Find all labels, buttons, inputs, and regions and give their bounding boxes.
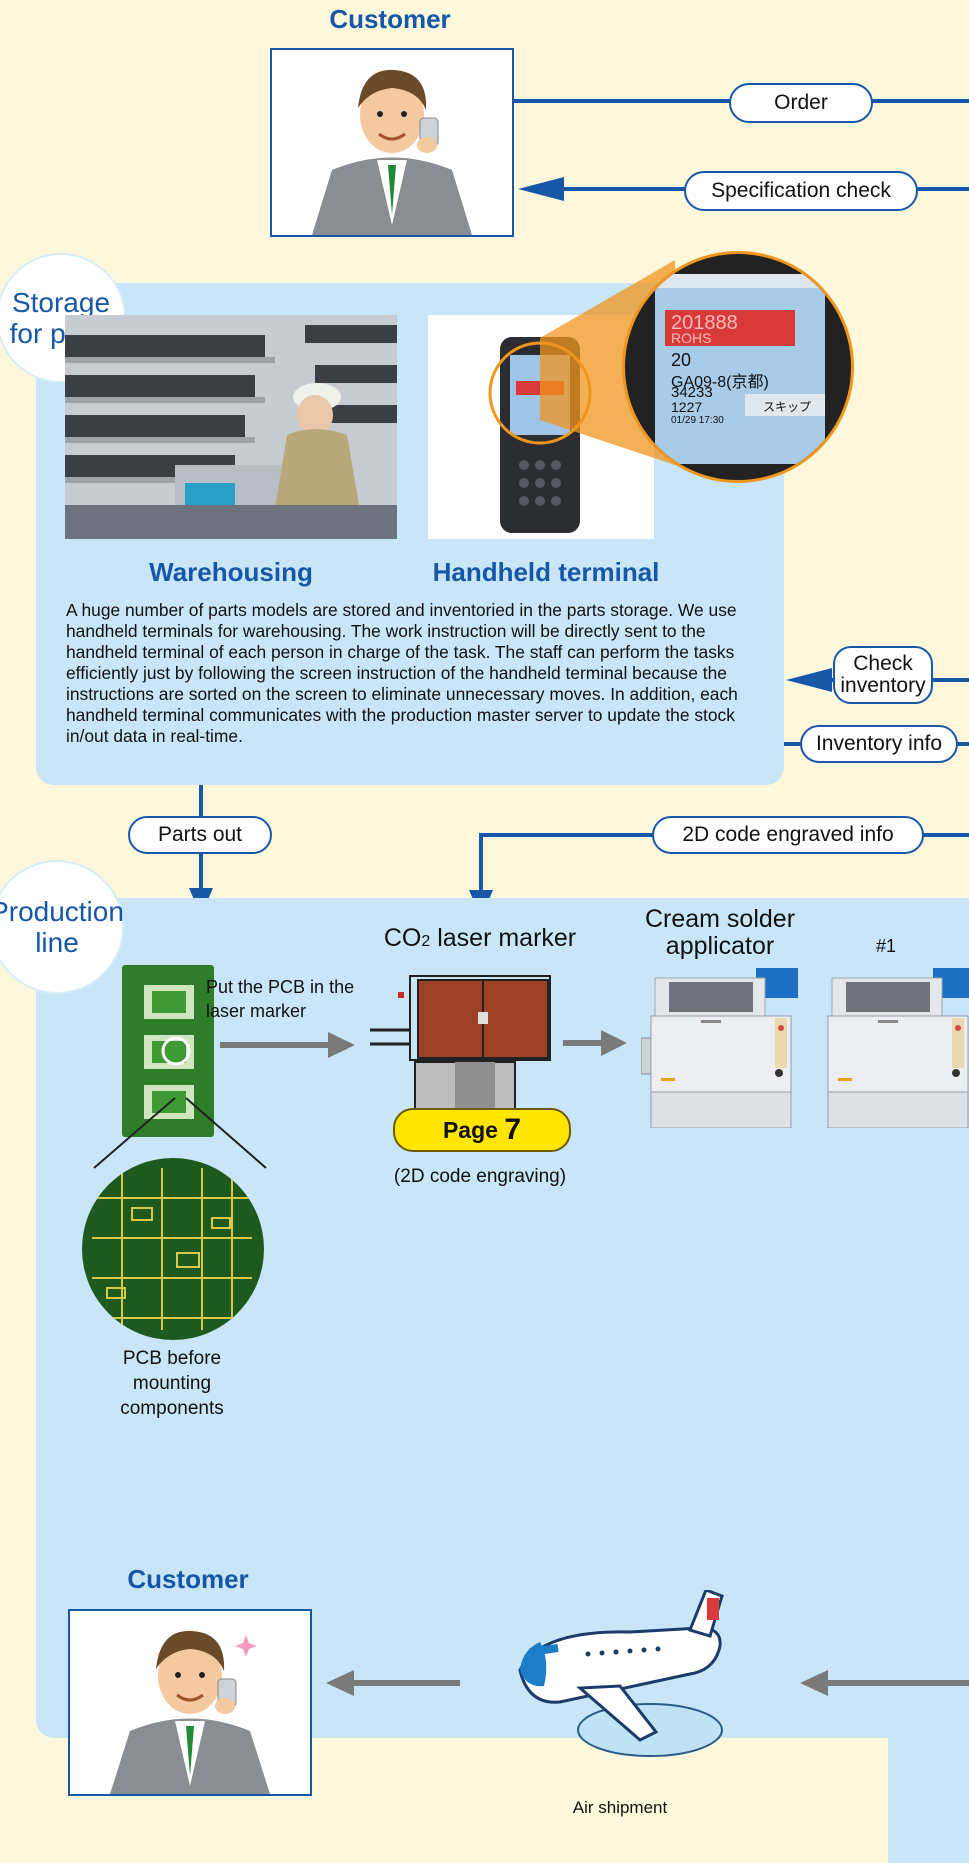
warehousing-photo [65, 315, 397, 539]
page-ref-badge[interactable]: Page 7 [393, 1108, 571, 1152]
inventory-info-label: Inventory info [800, 725, 958, 763]
storage-description: A huge number of parts models are stored… [66, 600, 738, 746]
machine-number: #1 [876, 936, 897, 956]
spec-check-label: Specification check [684, 171, 918, 211]
solder-applicator-machine-2 [818, 968, 969, 1128]
customer-person-icon [312, 69, 472, 235]
screen-code-1: 201888 [671, 312, 738, 334]
engraving-note: (2D code engraving) [393, 1166, 567, 1187]
air-shipment-caption: Air shipment [572, 1798, 668, 1817]
screen-code-7: 01/29 17:30 [671, 415, 724, 426]
order-label: Order [729, 83, 873, 123]
screen-code-4: GA09-8(京都) [671, 374, 769, 391]
check-inventory-label: Check inventory [833, 646, 933, 704]
gray-arrow-left-icon [326, 1670, 460, 1696]
arrow-left-icon [518, 177, 564, 201]
laser-title-suffix: laser marker [430, 924, 577, 952]
airplane-illustration [500, 1588, 740, 1760]
laser-marker-machine [370, 972, 556, 1113]
page-ref-label: Page [442, 1116, 498, 1143]
pcb-board [122, 965, 214, 1137]
screen-code-3: 20 [671, 350, 692, 370]
handheld-title: Handheld terminal [432, 557, 660, 587]
solder-title: Cream solder applicator [644, 905, 796, 960]
screen-code-8: スキップ [763, 400, 812, 414]
code-info-label: 2D code engraved info [652, 816, 924, 854]
terminal-screen-zoom: 201888 ROHS 20 GA09-8(京都) 34233 1227 01/… [622, 251, 854, 483]
arrow-left-icon-2 [786, 668, 832, 692]
put-pcb-label: Put the PCB in the laser marker [206, 977, 355, 1021]
code-info-down-line [479, 833, 483, 903]
pcb-zoom-circle [82, 1158, 264, 1340]
production-panel-extension [888, 1737, 969, 1863]
screen-code-2: ROHS [671, 330, 712, 346]
screen-code-5: 34233 [671, 384, 713, 401]
production-badge: Production line [0, 862, 124, 992]
warehousing-title: Warehousing [149, 557, 313, 587]
laser-title-sub: 2 [421, 933, 431, 950]
pcb-caption: PCB before mounting components [120, 1348, 224, 1419]
parts-out-label: Parts out [128, 816, 272, 854]
gray-arrow-icon-2 [563, 1030, 627, 1056]
laser-title-prefix: CO [383, 924, 422, 952]
solder-applicator-machine [640, 968, 801, 1129]
pcb-zoom-lines [93, 1097, 267, 1169]
screen-code-6: 1227 [671, 399, 703, 415]
customer-top-card [270, 48, 514, 237]
customer-person-icon-2 [110, 1630, 270, 1794]
customer-top-title: Customer [329, 4, 451, 34]
gray-arrow-left-icon-2 [800, 1670, 969, 1696]
page-ref-number: 7 [504, 1113, 522, 1146]
laser-marker-title: CO2 laser marker [370, 924, 590, 953]
customer-bottom-card [68, 1609, 312, 1796]
gray-arrow-icon [220, 1032, 355, 1058]
customer-bottom-title: Customer [127, 1564, 249, 1594]
